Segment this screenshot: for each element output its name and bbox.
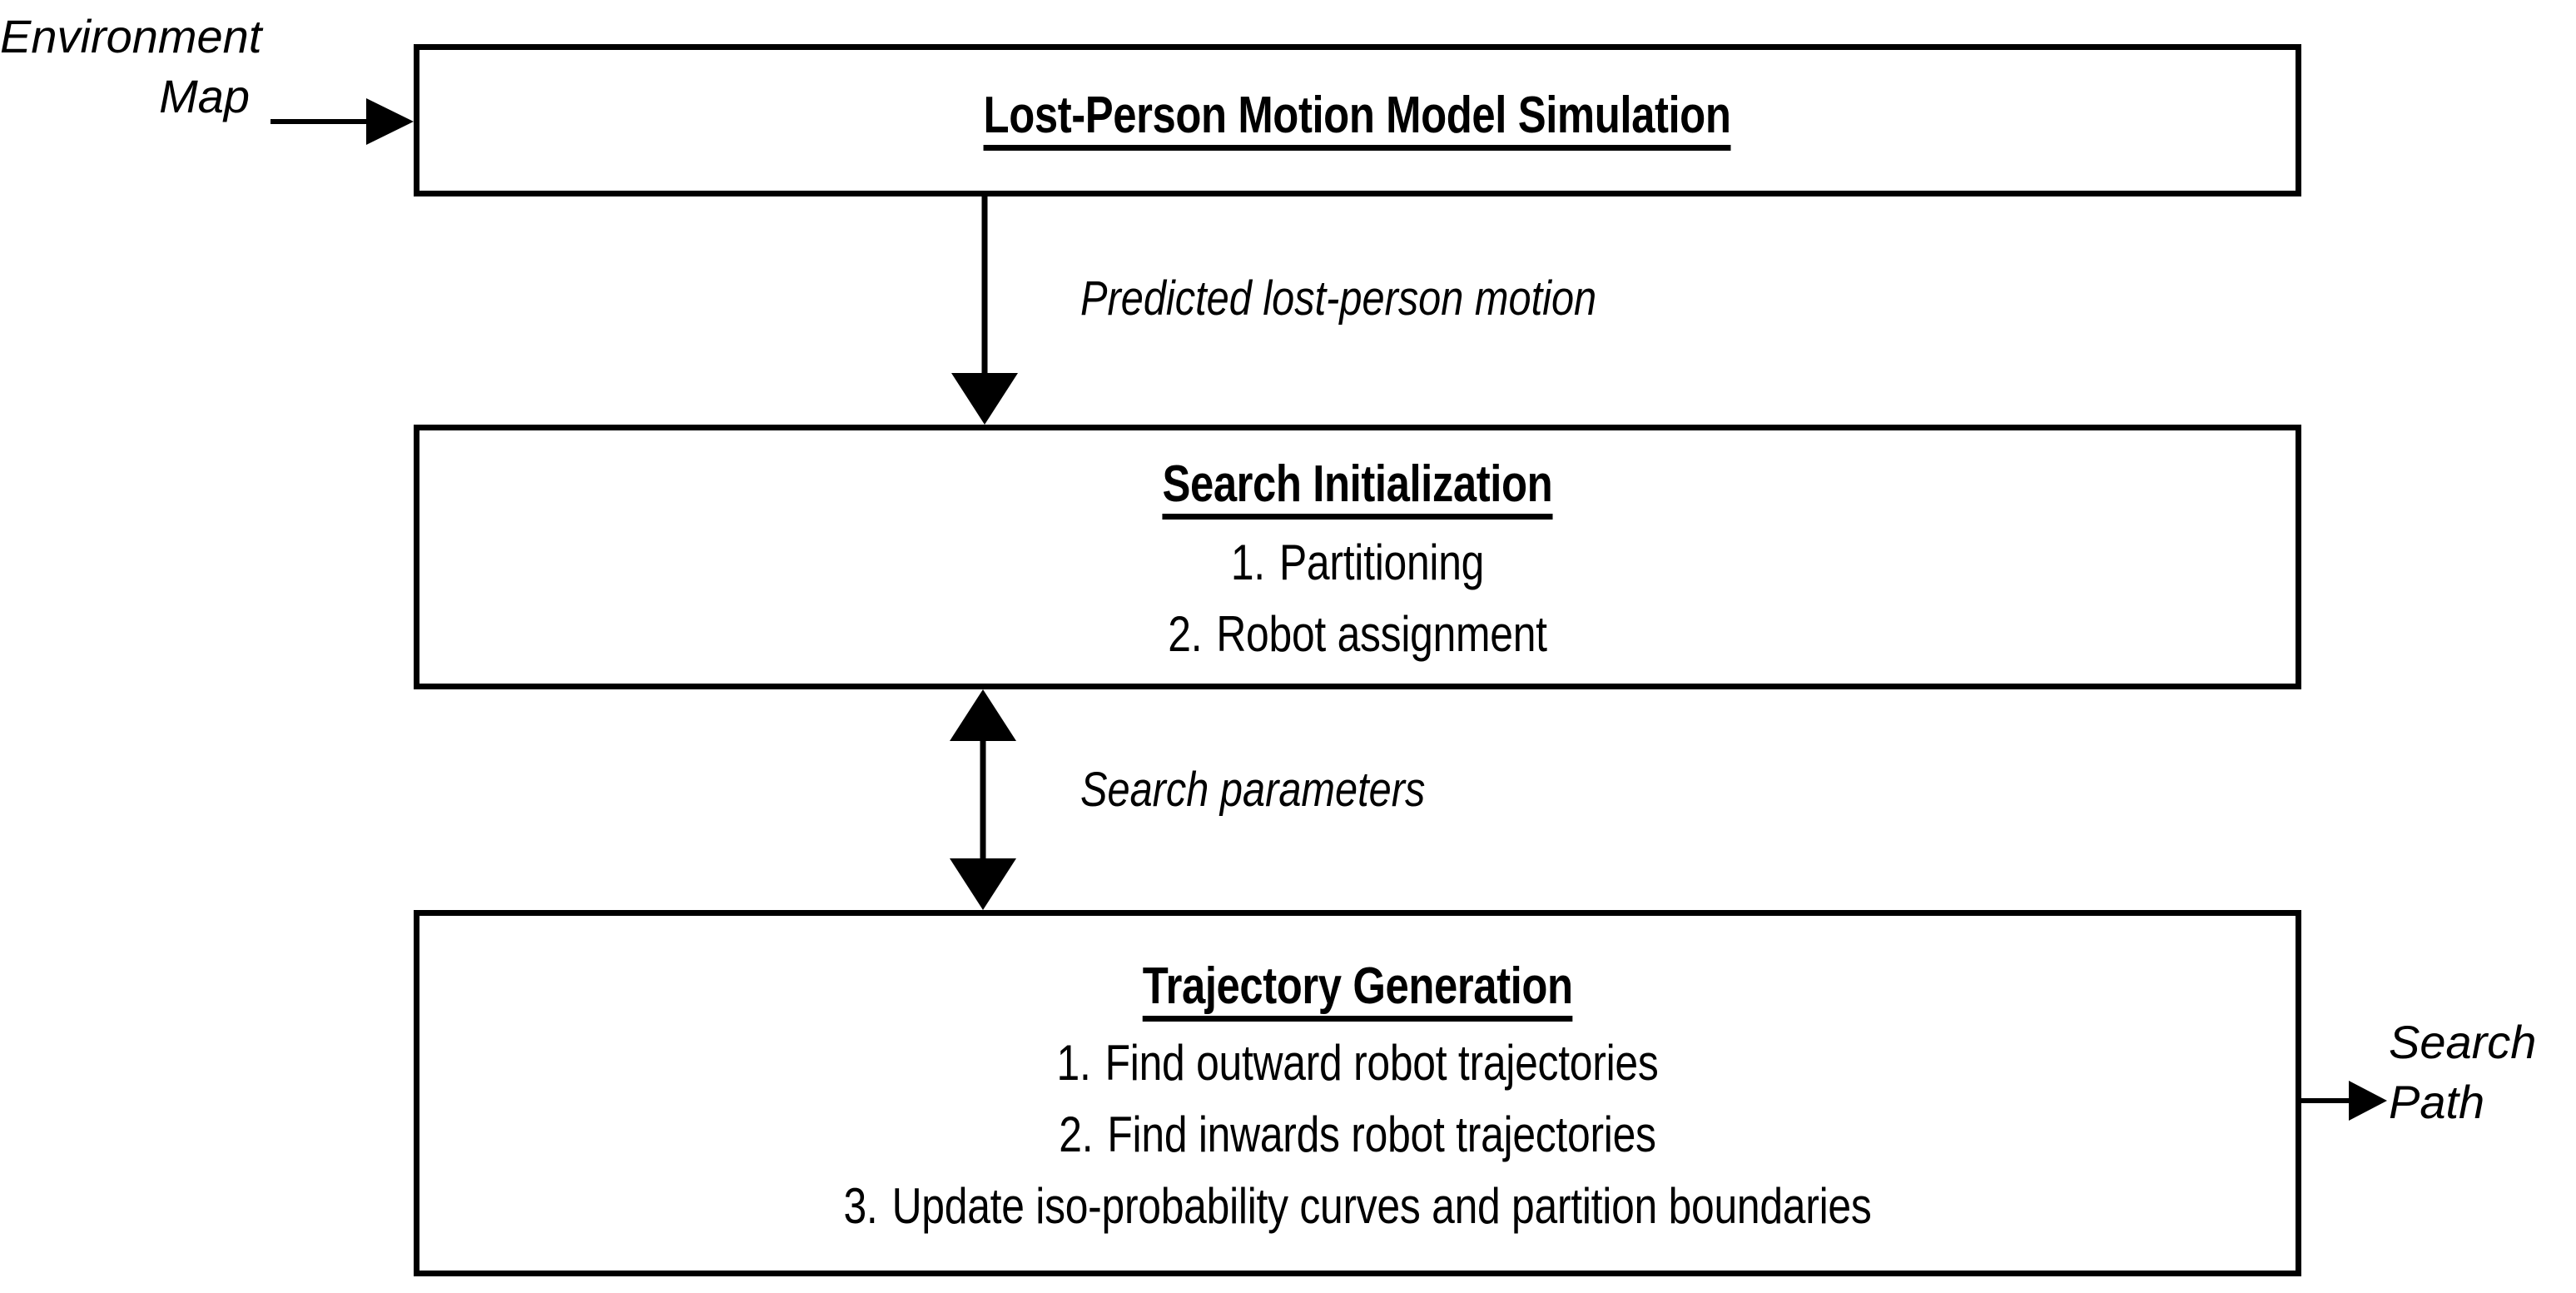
step-list-search-initialization: 1. Partitioning 2. Robot assignment bbox=[419, 534, 2296, 659]
list-item-label: Find inwards robot trajectories bbox=[1107, 1106, 1656, 1162]
input-label-environment-map: Environment Map bbox=[0, 7, 262, 126]
list-item: 1. Partitioning bbox=[579, 534, 2137, 590]
input-label-line-2: Map bbox=[159, 69, 250, 122]
list-item-number: 1. bbox=[1230, 534, 1265, 590]
arrow-motion-model-to-search-init bbox=[951, 196, 1018, 425]
process-box-lost-person-motion-model-simulation[interactable]: Lost-Person Motion Model Simulation bbox=[414, 44, 2301, 196]
list-item-label: Robot assignment bbox=[1216, 605, 1547, 662]
output-label-line-2: Path bbox=[2389, 1075, 2485, 1128]
arrow-search-init-to-trajectory-generation-bidirectional bbox=[950, 689, 1016, 910]
list-item-number: 1. bbox=[1056, 1034, 1091, 1091]
edge-label-predicted-lost-person-motion: Predicted lost-person motion bbox=[1080, 271, 1597, 326]
list-item-number: 3. bbox=[843, 1177, 878, 1234]
box-title-search-initialization: Search Initialization bbox=[1162, 458, 1553, 520]
process-box-search-initialization[interactable]: Search Initialization 1. Partitioning 2.… bbox=[414, 425, 2301, 689]
list-item-number: 2. bbox=[1059, 1106, 1094, 1162]
box-title-lost-person-motion-model-simulation: Lost-Person Motion Model Simulation bbox=[984, 90, 1731, 151]
list-item: 2. Robot assignment bbox=[579, 609, 2137, 659]
list-item-label: Update iso-probability curves and partit… bbox=[891, 1177, 1872, 1234]
list-item: 1. Find outward robot trajectories bbox=[579, 1034, 2137, 1091]
arrow-trajectory-generation-to-search-path bbox=[2301, 1081, 2387, 1121]
edge-label-search-parameters: Search parameters bbox=[1080, 763, 1426, 817]
process-box-trajectory-generation[interactable]: Trajectory Generation 1. Find outward ro… bbox=[414, 910, 2301, 1276]
list-item-label: Find outward robot trajectories bbox=[1104, 1034, 1659, 1091]
box-title-trajectory-generation: Trajectory Generation bbox=[1142, 960, 1573, 1022]
list-item-number: 2. bbox=[1168, 605, 1203, 662]
output-label-line-1: Search bbox=[2389, 1016, 2537, 1068]
list-item: 3. Update iso-probability curves and par… bbox=[579, 1181, 2137, 1231]
arrow-environment-map-to-motion-model bbox=[271, 98, 414, 145]
input-label-line-1: Environment bbox=[0, 10, 262, 62]
list-item-label: Partitioning bbox=[1278, 534, 1485, 590]
step-list-trajectory-generation: 1. Find outward robot trajectories 2. Fi… bbox=[419, 1034, 2296, 1231]
list-item: 2. Find inwards robot trajectories bbox=[579, 1106, 2137, 1162]
output-label-search-path: Search Path bbox=[2389, 1012, 2572, 1131]
